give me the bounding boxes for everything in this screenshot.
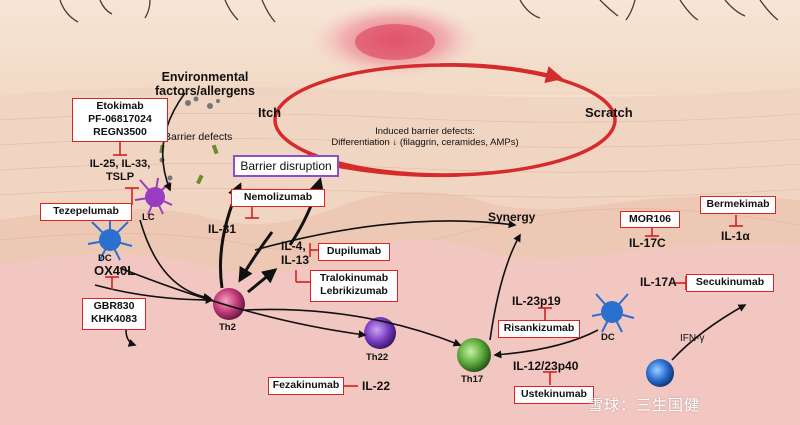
dc-left-cell-label: DC — [98, 253, 112, 264]
tralokinumab-group-box: Tralokinumab Lebrikizumab — [310, 270, 398, 302]
il17a-label: IL-17A — [640, 275, 677, 289]
il1a-label: IL-1α — [721, 229, 750, 243]
ustekinumab-box: Ustekinumab — [514, 386, 594, 404]
environmental-factors-label: Environmental factors/allergens — [154, 70, 256, 99]
induced-barrier-defects-label: Induced barrier defects: Differentiation… — [331, 126, 519, 148]
itch-label: Itch — [258, 105, 282, 120]
nemolizumab-box: Nemolizumab — [231, 189, 325, 207]
il22-label: IL-22 — [362, 379, 391, 393]
etokimab-group-box: Etokimab PF-06817024 REGN3500 — [72, 98, 168, 142]
mor106-box: MOR106 — [620, 211, 680, 228]
lc-cell-label: LC — [142, 212, 155, 223]
tezepelumab-box: Tezepelumab — [40, 203, 132, 221]
il17c-label: IL-17C — [629, 236, 666, 250]
watermark: 雪球：三生国健 — [588, 397, 701, 414]
risankizumab-box: Risankizumab — [498, 320, 580, 338]
ifn-gamma-label: IFN-γ — [680, 333, 705, 344]
dc-right-cell-label: DC — [601, 332, 615, 343]
gbr830-group-box: GBR830 KHK4083 — [82, 298, 146, 330]
th17-cell-label: Th17 — [461, 374, 484, 385]
il31-label: IL-31 — [208, 222, 237, 236]
fezakinumab-box: Fezakinumab — [268, 377, 344, 395]
barrier-disruption-box: Barrier disruption — [233, 155, 339, 177]
secukinumab-box: Secukinumab — [686, 274, 774, 292]
th22-cell-label: Th22 — [366, 352, 389, 363]
synergy-label: Synergy — [488, 210, 536, 224]
il12-23p40-label: IL-12/23p40 — [513, 359, 579, 373]
th2-cell-label: Th2 — [219, 322, 236, 333]
ox40l-label: OX40L — [94, 263, 136, 278]
il23p19-label: IL-23p19 — [512, 294, 561, 308]
bermekimab-box: Bermekimab — [700, 196, 776, 214]
il25-il33-tslp-label: IL-25, IL-33, TSLP — [89, 158, 151, 183]
scratch-label: Scratch — [585, 105, 633, 120]
barrier-defects-label: Barrier defects — [164, 131, 233, 143]
dupilumab-box: Dupilumab — [318, 243, 390, 261]
il4-il13-label: IL-4, IL-13 — [281, 239, 310, 267]
